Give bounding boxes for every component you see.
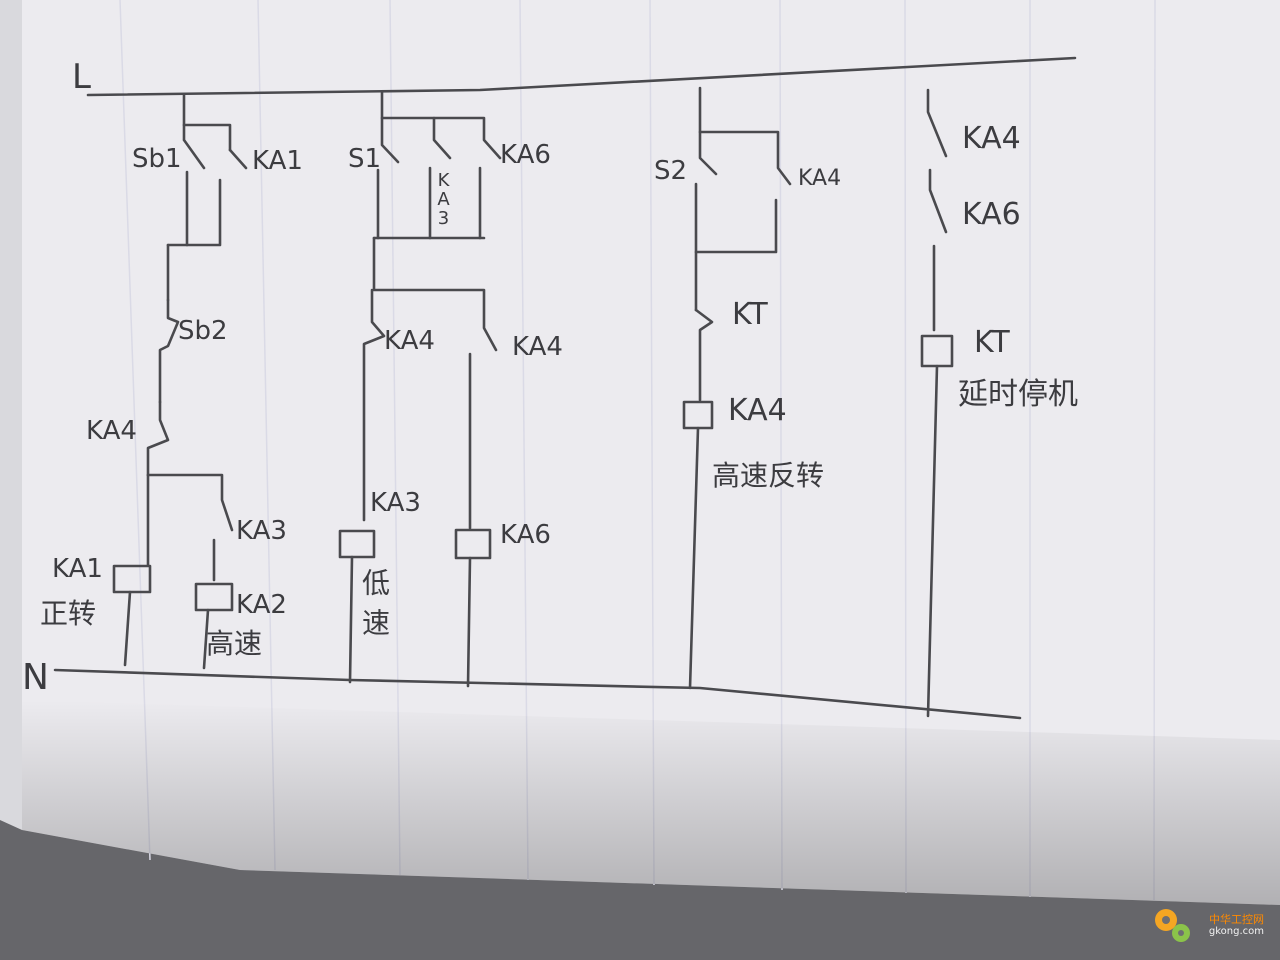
ka4-right-label: KA4: [512, 332, 563, 362]
neutral-rail: [53, 668, 1022, 720]
ka4-hold-label: KA4: [798, 166, 842, 191]
line-rail: [86, 56, 1077, 97]
page-edge: [0, 0, 22, 830]
s2-label: S2: [654, 156, 688, 186]
ka4-interlock: [146, 400, 170, 477]
reverse-high-note: 高速反转: [712, 459, 825, 492]
ka3-vertical-label: KA3: [433, 170, 454, 227]
ka2-coil: [194, 582, 234, 612]
gear-icon: [1155, 909, 1190, 942]
watermark: 中华工控网 gkong.com: [1209, 913, 1264, 938]
ka3-branch-label: KA3: [236, 516, 287, 546]
ka4-left-contact: [362, 288, 386, 522]
s1-label: S1: [348, 144, 382, 174]
forward-note: 正转: [40, 597, 97, 630]
ka4-rung4-label: KA4: [962, 121, 1021, 156]
watermark-site: gkong.com: [1208, 926, 1264, 937]
rung-4: [920, 88, 954, 718]
ka1-coil: [112, 564, 152, 594]
ka2-coil-label: KA2: [236, 590, 287, 620]
ka3-coil: [338, 529, 376, 559]
neutral-rail-label: N: [22, 657, 49, 698]
sb1-contact: [182, 123, 206, 247]
kt-coil-label: KT: [974, 325, 1010, 360]
ka3-coil-label: KA3: [370, 488, 421, 518]
kt-contact-label: KT: [732, 297, 768, 332]
ka6-contact-label: KA6: [500, 140, 551, 170]
ka1-coil-label: KA1: [52, 554, 103, 584]
rung-2: [338, 90, 502, 688]
ka6-coil-label: KA6: [500, 520, 551, 550]
ka1-hold-contact: [166, 148, 248, 247]
rung-1: [112, 93, 248, 670]
ka6-rung4-label: KA6: [962, 197, 1021, 232]
sb2-label: Sb2: [178, 316, 228, 346]
low-speed-note: 低速: [358, 568, 391, 648]
sb2-contact: [158, 298, 180, 404]
line-rail-label: L: [72, 57, 91, 97]
sb1-label: Sb1: [132, 144, 182, 174]
ka4-rung4-contact: [928, 168, 948, 234]
s2-contact: [694, 130, 778, 254]
rung-3: [682, 86, 792, 690]
watermark-name: 中华工控网: [1209, 912, 1264, 926]
ka6-coil: [454, 528, 492, 560]
high-speed-note: 高速: [206, 627, 263, 660]
ka1-hold-label: KA1: [252, 146, 303, 176]
ka4-interlock-label: KA4: [86, 416, 137, 446]
kt-nc-contact: [694, 308, 714, 402]
delay-stop-note: 延时停机: [958, 377, 1078, 412]
ka4-coil-label: KA4: [728, 393, 787, 428]
s1-contact: [376, 116, 400, 240]
ka4-left-label: KA4: [384, 326, 435, 356]
